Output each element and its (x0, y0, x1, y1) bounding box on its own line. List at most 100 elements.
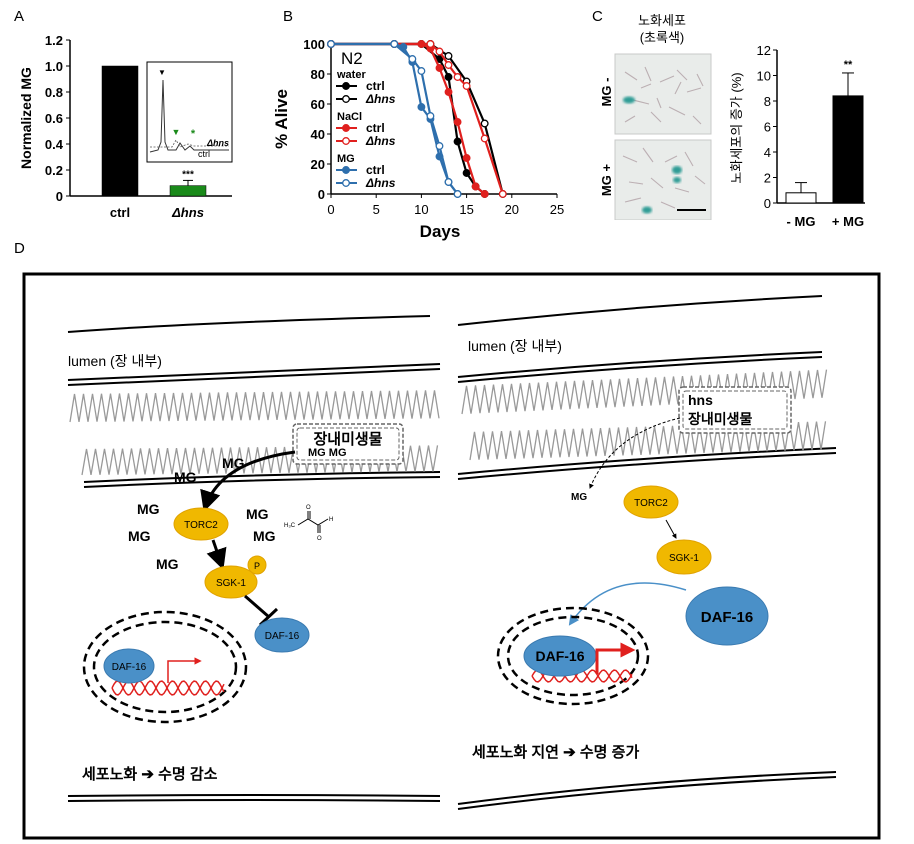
x-tick-label: - MG (787, 214, 816, 229)
nuclear-daf16-label-left: DAF-16 (112, 662, 147, 673)
y-tick-label: 60 (311, 97, 325, 112)
right-gut-walls (457, 295, 837, 810)
data-point (453, 118, 462, 126)
y-tick-label: 20 (311, 157, 325, 172)
microbe-strain-label: hns (688, 392, 713, 408)
left-gut-walls (67, 315, 441, 802)
y-tick-label: 100 (303, 37, 325, 52)
mg-label: MG (174, 469, 197, 485)
svg-text:O: O (306, 505, 311, 511)
x-tick-label: ctrl (110, 205, 130, 220)
torc2-to-sgk1-arrow-left (206, 539, 227, 570)
y-tick-label: 0 (764, 196, 771, 211)
villi-lower-right (469, 421, 827, 461)
y-tick-label: 6 (764, 120, 771, 135)
svg-text:O: O (317, 536, 322, 542)
data-point (471, 182, 480, 191)
y-tick-label: 2 (764, 171, 771, 186)
x-axis-title: Days (420, 222, 461, 241)
data-point (435, 64, 444, 72)
data-point (453, 137, 462, 146)
peak-marker: ▼ (158, 68, 166, 77)
microscopy-images: MG - MG + (599, 53, 712, 220)
mg-label: MG (137, 501, 160, 517)
nucleus-outer-right (496, 606, 650, 706)
daf16-label-right: DAF-16 (701, 609, 754, 626)
legend-marker (342, 95, 350, 103)
data-point (444, 73, 453, 81)
x-tick-label: + MG (832, 214, 864, 229)
panel-d-frame (22, 272, 881, 840)
senescent-cell (672, 166, 682, 174)
legend-entry: ctrl (366, 121, 385, 135)
peak-marker: ▼ (172, 127, 181, 137)
mg-label-right: MG (571, 492, 587, 503)
caption-left: 세포노화 ➔ 수명 감소 (82, 765, 218, 783)
data-point (480, 190, 489, 198)
y-tick-label: 80 (311, 67, 325, 82)
y-axis-title: 노화세포의 증가 (%) (729, 72, 744, 183)
legend-entry: Δhns (365, 134, 396, 148)
y-tick-label: 40 (311, 127, 325, 142)
data-point (453, 73, 462, 81)
y-tick-label: 1.0 (45, 59, 63, 74)
lumen-label-right: lumen (장 내부) (468, 338, 562, 354)
data-point (462, 82, 471, 90)
data-point (417, 103, 426, 111)
legend-group-title: water (336, 69, 366, 81)
senescent-cell (623, 96, 635, 104)
data-point (408, 55, 417, 63)
data-point (498, 190, 507, 198)
chromatogram-inset (146, 61, 233, 163)
legend-entry: ctrl (366, 79, 385, 93)
y-tick-label: 12 (757, 43, 771, 58)
data-point (426, 112, 435, 120)
trace-hns (150, 139, 229, 148)
mg-label: MG (128, 528, 151, 544)
legend-marker (342, 124, 350, 132)
peak-marker: * (191, 128, 196, 140)
y-tick-label: 4 (764, 145, 771, 160)
inset-label-hns: Δhns (206, 138, 229, 148)
y-tick-label: 8 (764, 94, 771, 109)
sgk1-node-left (204, 565, 258, 599)
phosphate-label: P (254, 561, 260, 571)
nuclear-daf16-left (103, 648, 155, 684)
x-tick-label: 15 (459, 202, 473, 217)
transcription-arrow-left (167, 657, 202, 683)
data-point (444, 61, 453, 69)
data-point (462, 169, 471, 177)
phosphate-badge (247, 555, 267, 575)
transcription-arrow-right (595, 642, 636, 674)
nucleus-inner-right (506, 615, 640, 697)
micrograph-mg-plus (614, 139, 712, 220)
legend-group-title: MG (337, 153, 355, 165)
data-point (462, 154, 471, 162)
y-tick-label: 0 (56, 189, 63, 204)
trace-ctrl (149, 79, 229, 153)
data-point (444, 52, 453, 60)
sgk1-label-right: SGK-1 (669, 553, 699, 564)
torc2-node-right (623, 485, 679, 519)
daf16-node-left (254, 617, 310, 653)
panel-label-a: A (14, 8, 25, 25)
y-axis-title: % Alive (272, 89, 291, 149)
bar (832, 95, 864, 204)
microbe-mg-label: MG MG (308, 447, 347, 459)
legend-marker (342, 179, 350, 187)
panel-label-c: C (592, 8, 603, 25)
panel-c-title-line2: (초록색) (639, 30, 685, 45)
mg-influx-arrow-right (589, 417, 681, 489)
legend-group-title: NaCl (337, 111, 362, 123)
data-point (453, 190, 462, 198)
legend-marker (342, 137, 350, 145)
svg-text:H: H (329, 517, 333, 523)
torc2-to-sgk1-arrow-right (665, 519, 677, 539)
sgk1-node-right (656, 539, 712, 575)
legend-marker (342, 82, 350, 90)
data-point (435, 47, 444, 56)
chart-title: N2 (341, 49, 363, 68)
microbe-label-left: 장내미생물 (313, 430, 382, 448)
daf16-node-right (685, 586, 769, 646)
svg-text:H₃C: H₃C (284, 523, 296, 529)
